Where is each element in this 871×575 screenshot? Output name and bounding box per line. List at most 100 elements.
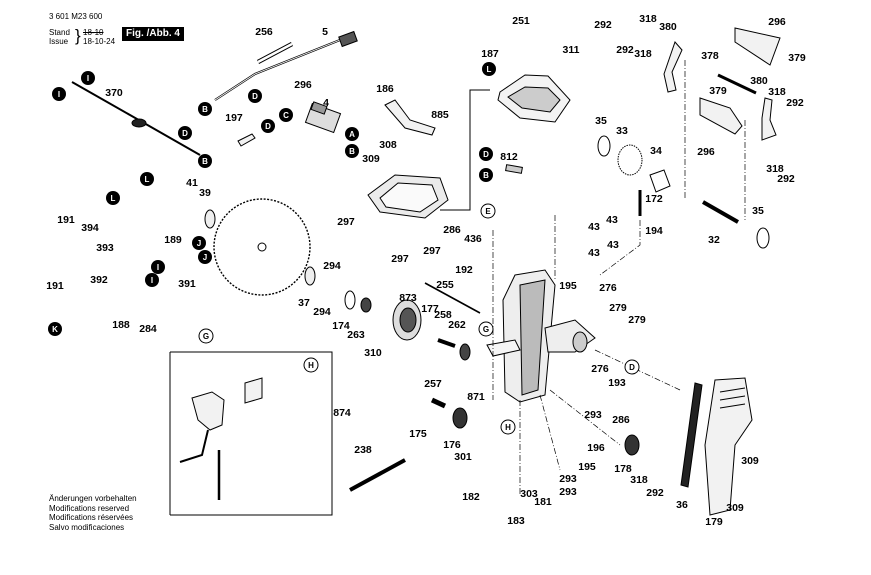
part-label-192: 192 [455, 264, 473, 276]
part-label-392: 392 [90, 274, 108, 286]
rod-378-drawing [717, 73, 757, 95]
reference-letter: C [283, 111, 289, 120]
reference-circle-icon [198, 154, 212, 168]
reference-letter: I [58, 90, 60, 99]
reference-circle-icon [198, 328, 214, 344]
part-label-297: 297 [391, 253, 409, 265]
part-label-286: 286 [612, 414, 630, 426]
switch-trigger [310, 101, 328, 115]
part-label-43: 43 [607, 239, 619, 251]
part-label-189: 189 [164, 234, 182, 246]
part-label-39: 39 [199, 187, 211, 199]
stand-value-struck: 18-10 [83, 28, 104, 37]
flange-174-drawing [344, 290, 356, 310]
part-label-196: 196 [587, 442, 605, 454]
part-label-191: 191 [46, 280, 64, 292]
part-label-257: 257 [424, 378, 442, 390]
base-plate-inner [379, 182, 439, 213]
reference-marker-l: L [106, 191, 120, 205]
rod-255-drawing [424, 282, 481, 314]
reference-circle-icon [478, 321, 494, 337]
part-label-35: 35 [752, 205, 764, 217]
reference-circle-icon [140, 172, 154, 186]
assembly-874-bracket [244, 377, 263, 404]
reference-circle-icon [345, 144, 359, 158]
part-label-378: 378 [701, 50, 719, 62]
reference-marker-d: D [261, 119, 275, 133]
part-label-279: 279 [628, 314, 646, 326]
part-label-436: 436 [464, 233, 482, 245]
reference-circle-icon [248, 89, 262, 103]
brush-812-drawing [505, 164, 523, 174]
reference-letter: B [483, 171, 489, 180]
note-fr: Modifications réservées [49, 513, 134, 522]
reference-marker-i: I [81, 71, 95, 85]
reference-letter: B [202, 157, 208, 166]
part-label-178: 178 [614, 463, 632, 475]
reference-circle-icon [145, 273, 159, 287]
part-label-293: 293 [559, 473, 577, 485]
reference-circle-icon [52, 87, 66, 101]
belt-36-drawing [680, 382, 703, 488]
saw-blade-drawing [213, 198, 311, 296]
part-label-292: 292 [777, 173, 795, 185]
part-label-188: 188 [112, 319, 130, 331]
part-label-294: 294 [313, 306, 331, 318]
part-label-172: 172 [645, 193, 663, 205]
part-label-32: 32 [708, 234, 720, 246]
handle-379b-drawing [734, 27, 781, 66]
part-label-292: 292 [616, 44, 634, 56]
part-label-394: 394 [81, 222, 99, 234]
part-label-35: 35 [595, 115, 607, 127]
roller-178-drawing [624, 434, 640, 456]
part-label-286: 286 [443, 224, 461, 236]
part-label-258: 258 [434, 309, 452, 321]
part-label-195: 195 [559, 280, 577, 292]
part-label-296: 296 [294, 79, 312, 91]
reference-letter: B [349, 147, 355, 156]
part-label-391: 391 [178, 278, 196, 290]
reference-marker-b: B [198, 102, 212, 116]
motor-mount-disk [572, 331, 588, 353]
reference-marker-h: H [500, 419, 516, 435]
part-label-379: 379 [788, 52, 806, 64]
part-label-311: 311 [563, 44, 580, 56]
lever-380b-drawing [761, 97, 777, 141]
reference-letter: E [485, 207, 491, 216]
part-label-4: 4 [323, 97, 329, 109]
part-label-5: 5 [322, 26, 328, 38]
cable-clip-drawing [131, 118, 147, 128]
part-label-175: 175 [409, 428, 427, 440]
part-label-379: 379 [709, 85, 727, 97]
part-label-263: 263 [347, 329, 365, 341]
motor-mount-drawing [544, 319, 596, 353]
shaft-177-drawing [437, 338, 456, 348]
part-label-309: 309 [362, 153, 380, 165]
part-label-871: 871 [467, 391, 485, 403]
reference-letter: G [203, 332, 209, 341]
reference-marker-b: B [345, 144, 359, 158]
cable-370-drawing [71, 81, 201, 156]
reference-marker-b: B [198, 154, 212, 168]
reference-letter: D [483, 150, 489, 159]
reference-letter: B [202, 105, 208, 114]
main-arm-inner [519, 279, 546, 396]
spring-33-drawing [617, 144, 643, 176]
handle-379a-drawing [699, 97, 743, 135]
part-label-292: 292 [594, 19, 612, 31]
reference-marker-j: J [192, 236, 206, 250]
part-label-318: 318 [768, 86, 786, 98]
part-label-37: 37 [298, 297, 310, 309]
reference-marker-a: A [345, 127, 359, 141]
reference-marker-l: L [482, 62, 496, 76]
reference-letter: L [111, 194, 116, 203]
part-label-197: 197 [225, 112, 243, 124]
part-label-303: 303 [520, 488, 538, 500]
note-de: Änderungen vorbehalten [49, 494, 137, 503]
part-label-393: 393 [96, 242, 114, 254]
reference-circle-icon [151, 260, 165, 274]
roller-176-drawing [452, 407, 468, 429]
part-label-177: 177 [421, 303, 439, 315]
